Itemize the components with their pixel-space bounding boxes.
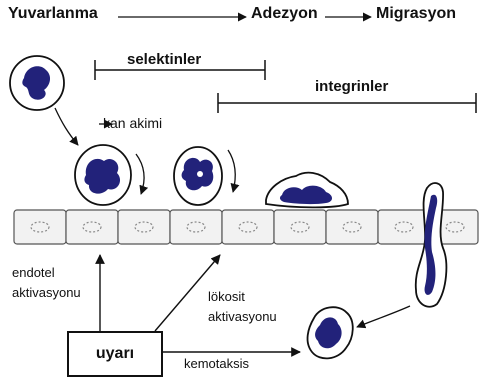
endothelial-activation-label-line1: endotel bbox=[12, 266, 55, 279]
chemotaxis-label: kemotaksis bbox=[184, 357, 249, 370]
endothelial-cell-icon bbox=[14, 210, 66, 244]
leukocyte-activation-label-line1: lökosit bbox=[208, 290, 245, 303]
stimulus-label: uyarı bbox=[96, 345, 134, 363]
leukocyte-icon bbox=[308, 307, 353, 358]
leukocyte-icon bbox=[10, 56, 64, 110]
leukocyte-activation-label-line2: aktivasyonu bbox=[208, 310, 277, 323]
curved-arrow-icon bbox=[55, 108, 78, 145]
endothelial-cell-icon bbox=[274, 210, 326, 244]
endothelial-activation-label-line2: aktivasyonu bbox=[12, 286, 81, 299]
stimulus-box: uyarı bbox=[67, 331, 163, 377]
selectins-label: selektinler bbox=[127, 52, 201, 67]
stage-migration-label: Migrasyon bbox=[376, 6, 456, 22]
endothelial-cell-icon bbox=[170, 210, 222, 244]
integrin-range-bracket bbox=[218, 93, 476, 113]
leukocyte-icon bbox=[75, 145, 131, 205]
endothelial-cell-icon bbox=[66, 210, 118, 244]
endothelial-cell-icon bbox=[326, 210, 378, 244]
endothelial-cell-icon bbox=[378, 210, 430, 244]
blood-flow-label: kan akimi bbox=[103, 116, 162, 130]
curved-arrow-icon bbox=[136, 154, 144, 194]
integrins-label: integrinler bbox=[315, 79, 388, 94]
stage-rolling-label: Yuvarlanma bbox=[8, 6, 98, 22]
leukocyte-icon bbox=[174, 147, 222, 205]
endothelial-cell-icon bbox=[118, 210, 170, 244]
leukocyte-icon bbox=[416, 183, 447, 307]
endothelial-cell-icon bbox=[222, 210, 274, 244]
stage-adhesion-label: Adezyon bbox=[251, 6, 318, 22]
endothelium-layer bbox=[14, 210, 478, 244]
leukocyte-icon bbox=[266, 173, 348, 208]
curved-arrow-icon bbox=[228, 150, 235, 192]
migration-arrow-icon bbox=[357, 306, 410, 327]
